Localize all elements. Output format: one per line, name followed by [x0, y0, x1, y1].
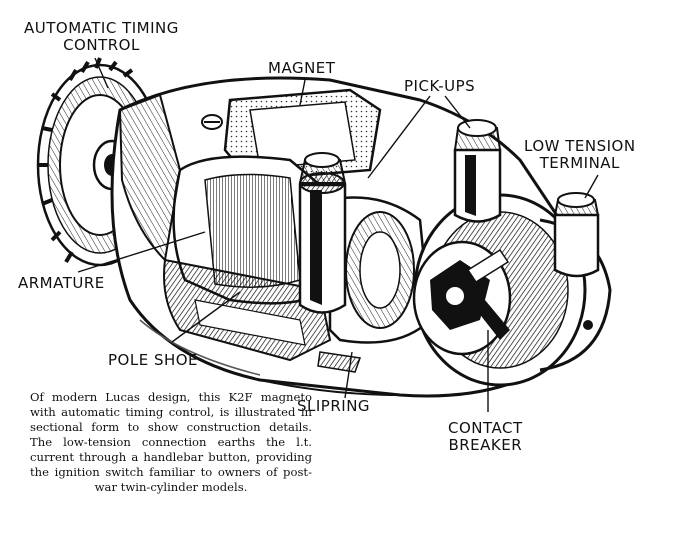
pick-up-left [298, 152, 347, 314]
leader-pick-ups-right [444, 95, 471, 129]
label-slipring: SLIPRING [297, 397, 371, 415]
label-magnet: MAGNET [268, 59, 336, 77]
leader-pick-ups-left [367, 95, 431, 179]
label-pick-ups: PICK-UPS [404, 77, 476, 95]
magneto-body [110, 76, 612, 398]
label-armature: ARMATURE [18, 274, 105, 292]
label-low-tension-terminal-line1: LOW TENSION [524, 137, 636, 155]
leader-slipring [344, 351, 353, 399]
leader-pole-shoe [171, 291, 241, 343]
leader-low-tension-terminal [584, 174, 599, 199]
label-contact-breaker-line2: BREAKER [448, 436, 523, 454]
leader-lines [77, 57, 599, 412]
leader-magnet [299, 79, 306, 106]
low-tension-terminal-tower [553, 192, 600, 278]
label-pole-shoe: POLE SHOE [108, 351, 199, 369]
leader-armature [77, 231, 206, 273]
label-contact-breaker: CONTACT BREAKER [448, 420, 523, 454]
pick-up-right [453, 119, 502, 223]
label-automatic-timing-control-line1: AUTOMATIC TIMING [24, 19, 179, 37]
figure-caption: Of modern Lucas design, this K2F magneto… [30, 390, 312, 494]
label-low-tension-terminal: LOW TENSION TERMINAL [524, 138, 636, 172]
label-contact-breaker-line1: CONTACT [448, 419, 523, 437]
label-low-tension-terminal-line2: TERMINAL [539, 154, 620, 172]
label-automatic-timing-control: AUTOMATIC TIMING CONTROL [24, 20, 179, 54]
label-automatic-timing-control-line2: CONTROL [63, 36, 140, 54]
leader-automatic-timing-control [94, 57, 109, 89]
